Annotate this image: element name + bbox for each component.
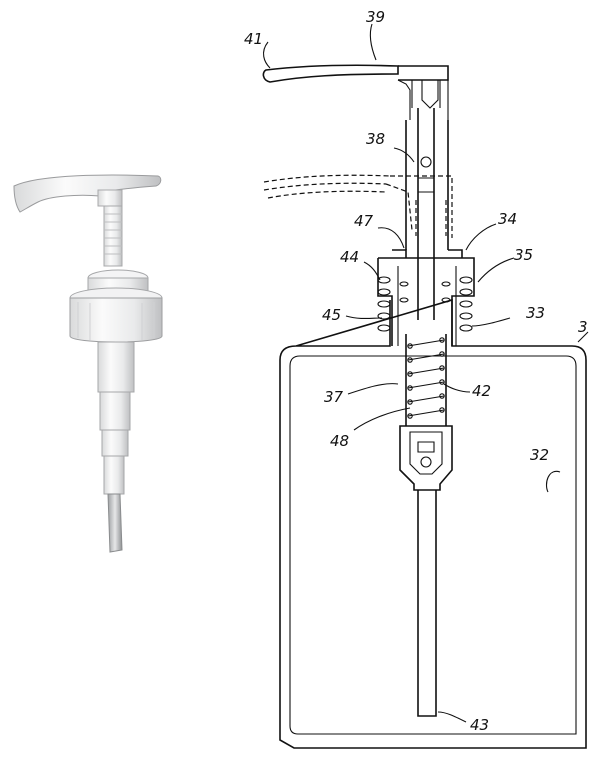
reference-numerals: 41 39 38 47 34 44 35 45 33 3 37 42 48 32… — [244, 8, 588, 734]
callout-38: 38 — [366, 130, 385, 148]
bottle-outer — [279, 298, 587, 749]
closure — [377, 257, 475, 346]
pump-body — [405, 334, 447, 426]
callout-47: 47 — [354, 212, 374, 230]
callout-39: 39 — [366, 8, 385, 26]
callout-41: 41 — [244, 30, 263, 48]
leader-lines — [262, 23, 589, 723]
bottle-inner — [289, 355, 577, 735]
spring — [407, 337, 445, 419]
callout-37: 37 — [324, 388, 344, 406]
callout-33: 33 — [526, 304, 545, 322]
dip-tube — [417, 490, 437, 717]
callout-3: 3 — [578, 318, 588, 336]
patent-drawing — [262, 64, 587, 749]
callout-43: 43 — [470, 716, 489, 734]
pump-dispenser-photo-icon — [13, 174, 163, 553]
callout-32: 32 — [530, 446, 549, 464]
callout-45: 45 — [322, 306, 341, 324]
callout-34: 34 — [498, 210, 517, 228]
pressed-position — [263, 174, 453, 238]
callout-48: 48 — [330, 432, 349, 450]
stem — [417, 108, 435, 320]
valve-housing — [399, 425, 453, 491]
callout-35: 35 — [514, 246, 533, 264]
spout — [262, 64, 399, 83]
callout-42: 42 — [472, 382, 491, 400]
callout-44: 44 — [340, 248, 359, 266]
